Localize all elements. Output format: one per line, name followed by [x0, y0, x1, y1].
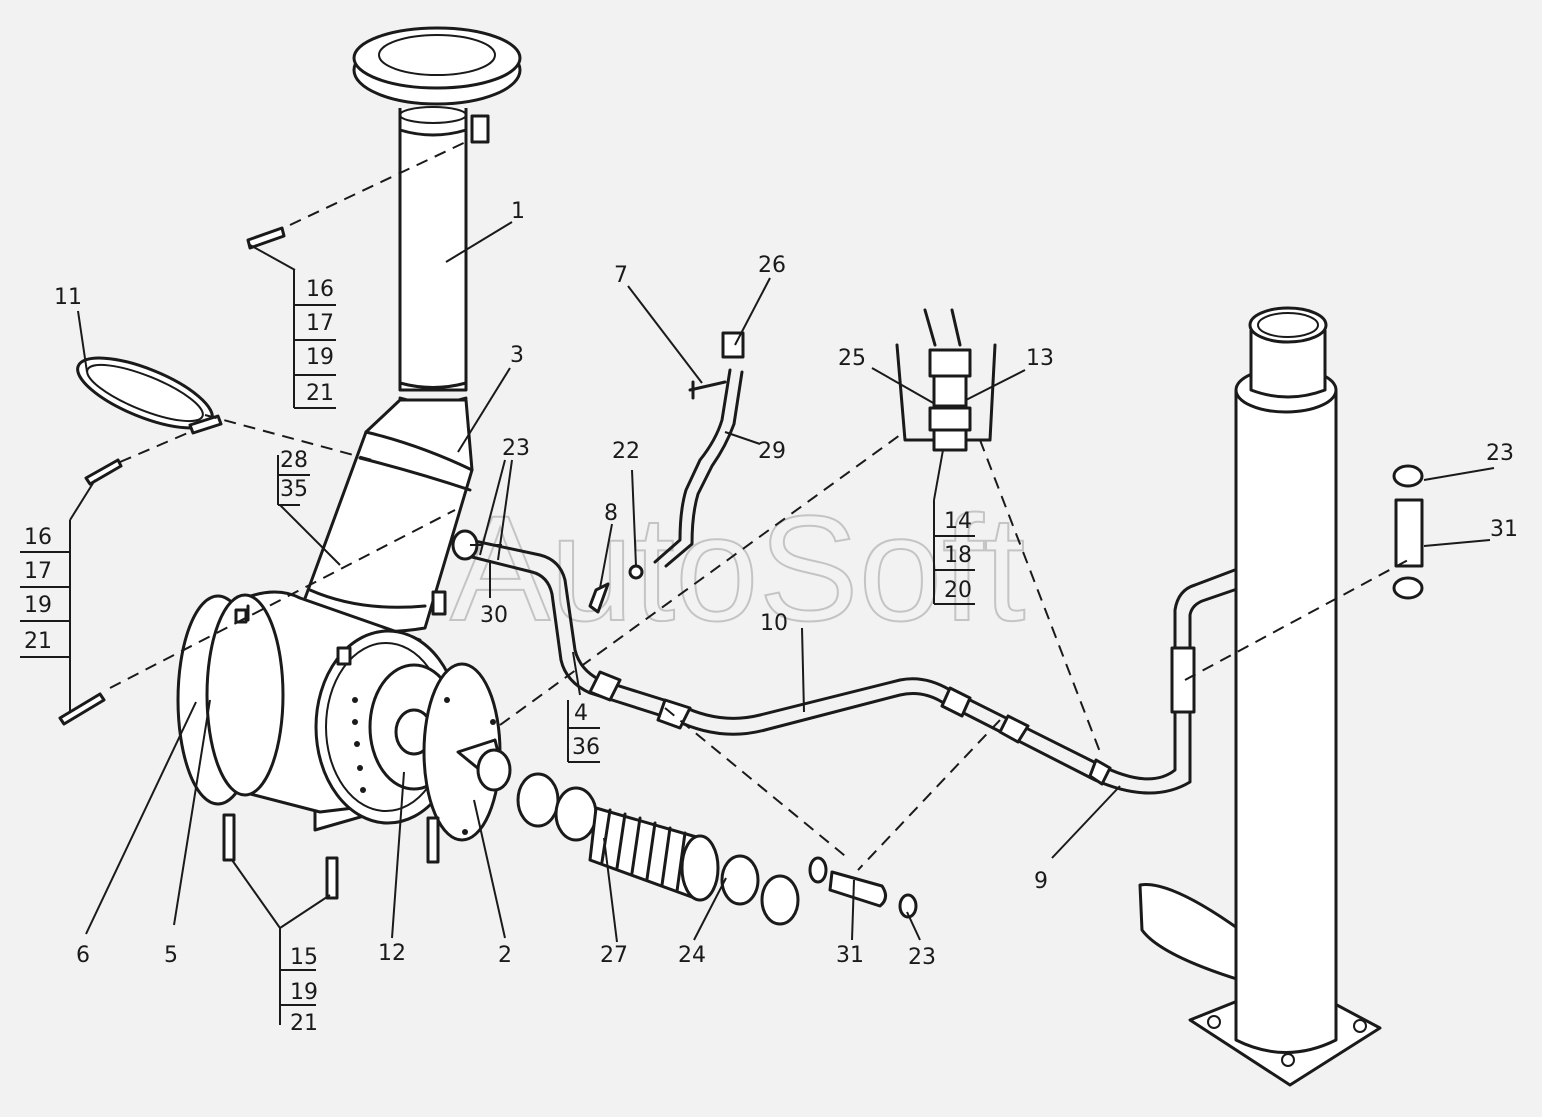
label-17-upper: 17: [306, 311, 334, 336]
bolts-part-15: [222, 813, 440, 900]
label-23-top: 23: [502, 436, 530, 461]
label-24: 24: [678, 943, 706, 968]
leader-lines: [69, 221, 1495, 943]
label-18: 18: [944, 543, 972, 568]
breather-tube-part-10: [451, 464, 1424, 795]
fitting-part-13: [895, 308, 997, 452]
label-28: 28: [280, 448, 308, 473]
label-23-bottom: 23: [908, 945, 936, 970]
label-6: 6: [76, 943, 90, 968]
label-12: 12: [378, 941, 406, 966]
assembly-dashed-lines: [109, 139, 1409, 871]
label-1: 1: [511, 199, 525, 224]
label-11: 11: [54, 285, 82, 310]
connector-part-31-bottom: [808, 856, 918, 919]
label-19-upper: 19: [306, 345, 334, 370]
part-labels: 1 3 23 30 7 26 29 22 8 25 13 14 18 20 11…: [24, 199, 1518, 1036]
label-31-right: 31: [1490, 517, 1518, 542]
label-21-bottom: 21: [290, 1011, 318, 1036]
label-3: 3: [510, 343, 524, 368]
label-15: 15: [290, 945, 318, 970]
label-27: 27: [600, 943, 628, 968]
label-31-bottom: 31: [836, 943, 864, 968]
label-10: 10: [760, 611, 788, 636]
label-13: 13: [1026, 346, 1054, 371]
label-7: 7: [614, 263, 628, 288]
label-14: 14: [944, 509, 972, 534]
hose-clamps-part-24: [516, 772, 800, 926]
label-5: 5: [164, 943, 178, 968]
label-29: 29: [758, 439, 786, 464]
stacked-label-brackets: [20, 270, 975, 1025]
label-21-lower: 21: [24, 629, 52, 654]
label-9: 9: [1034, 869, 1048, 894]
label-21-upper: 21: [306, 381, 334, 406]
intake-pipe-part-1: [352, 26, 522, 405]
label-35: 35: [280, 477, 308, 502]
label-19-lower: 19: [24, 593, 52, 618]
label-36: 36: [572, 735, 600, 760]
exhaust-stack: [1138, 306, 1382, 1087]
label-22: 22: [612, 439, 640, 464]
label-25: 25: [838, 346, 866, 371]
corrugated-hose-part-27: [588, 806, 720, 902]
label-20: 20: [944, 578, 972, 603]
label-19-bottom: 19: [290, 980, 318, 1005]
label-26: 26: [758, 253, 786, 278]
label-4: 4: [574, 701, 588, 726]
label-23-right: 23: [1486, 441, 1514, 466]
label-16-upper: 16: [306, 277, 334, 302]
bolts-part-16: [58, 226, 286, 726]
label-30: 30: [480, 603, 508, 628]
label-17-lower: 17: [24, 559, 52, 584]
label-8: 8: [604, 501, 618, 526]
outlet-flange-part-2: [422, 662, 512, 842]
watermark: AutoSoft: [450, 484, 1025, 652]
adapter-part-3: [298, 398, 474, 634]
label-2: 2: [498, 943, 512, 968]
label-16-lower: 16: [24, 525, 52, 550]
